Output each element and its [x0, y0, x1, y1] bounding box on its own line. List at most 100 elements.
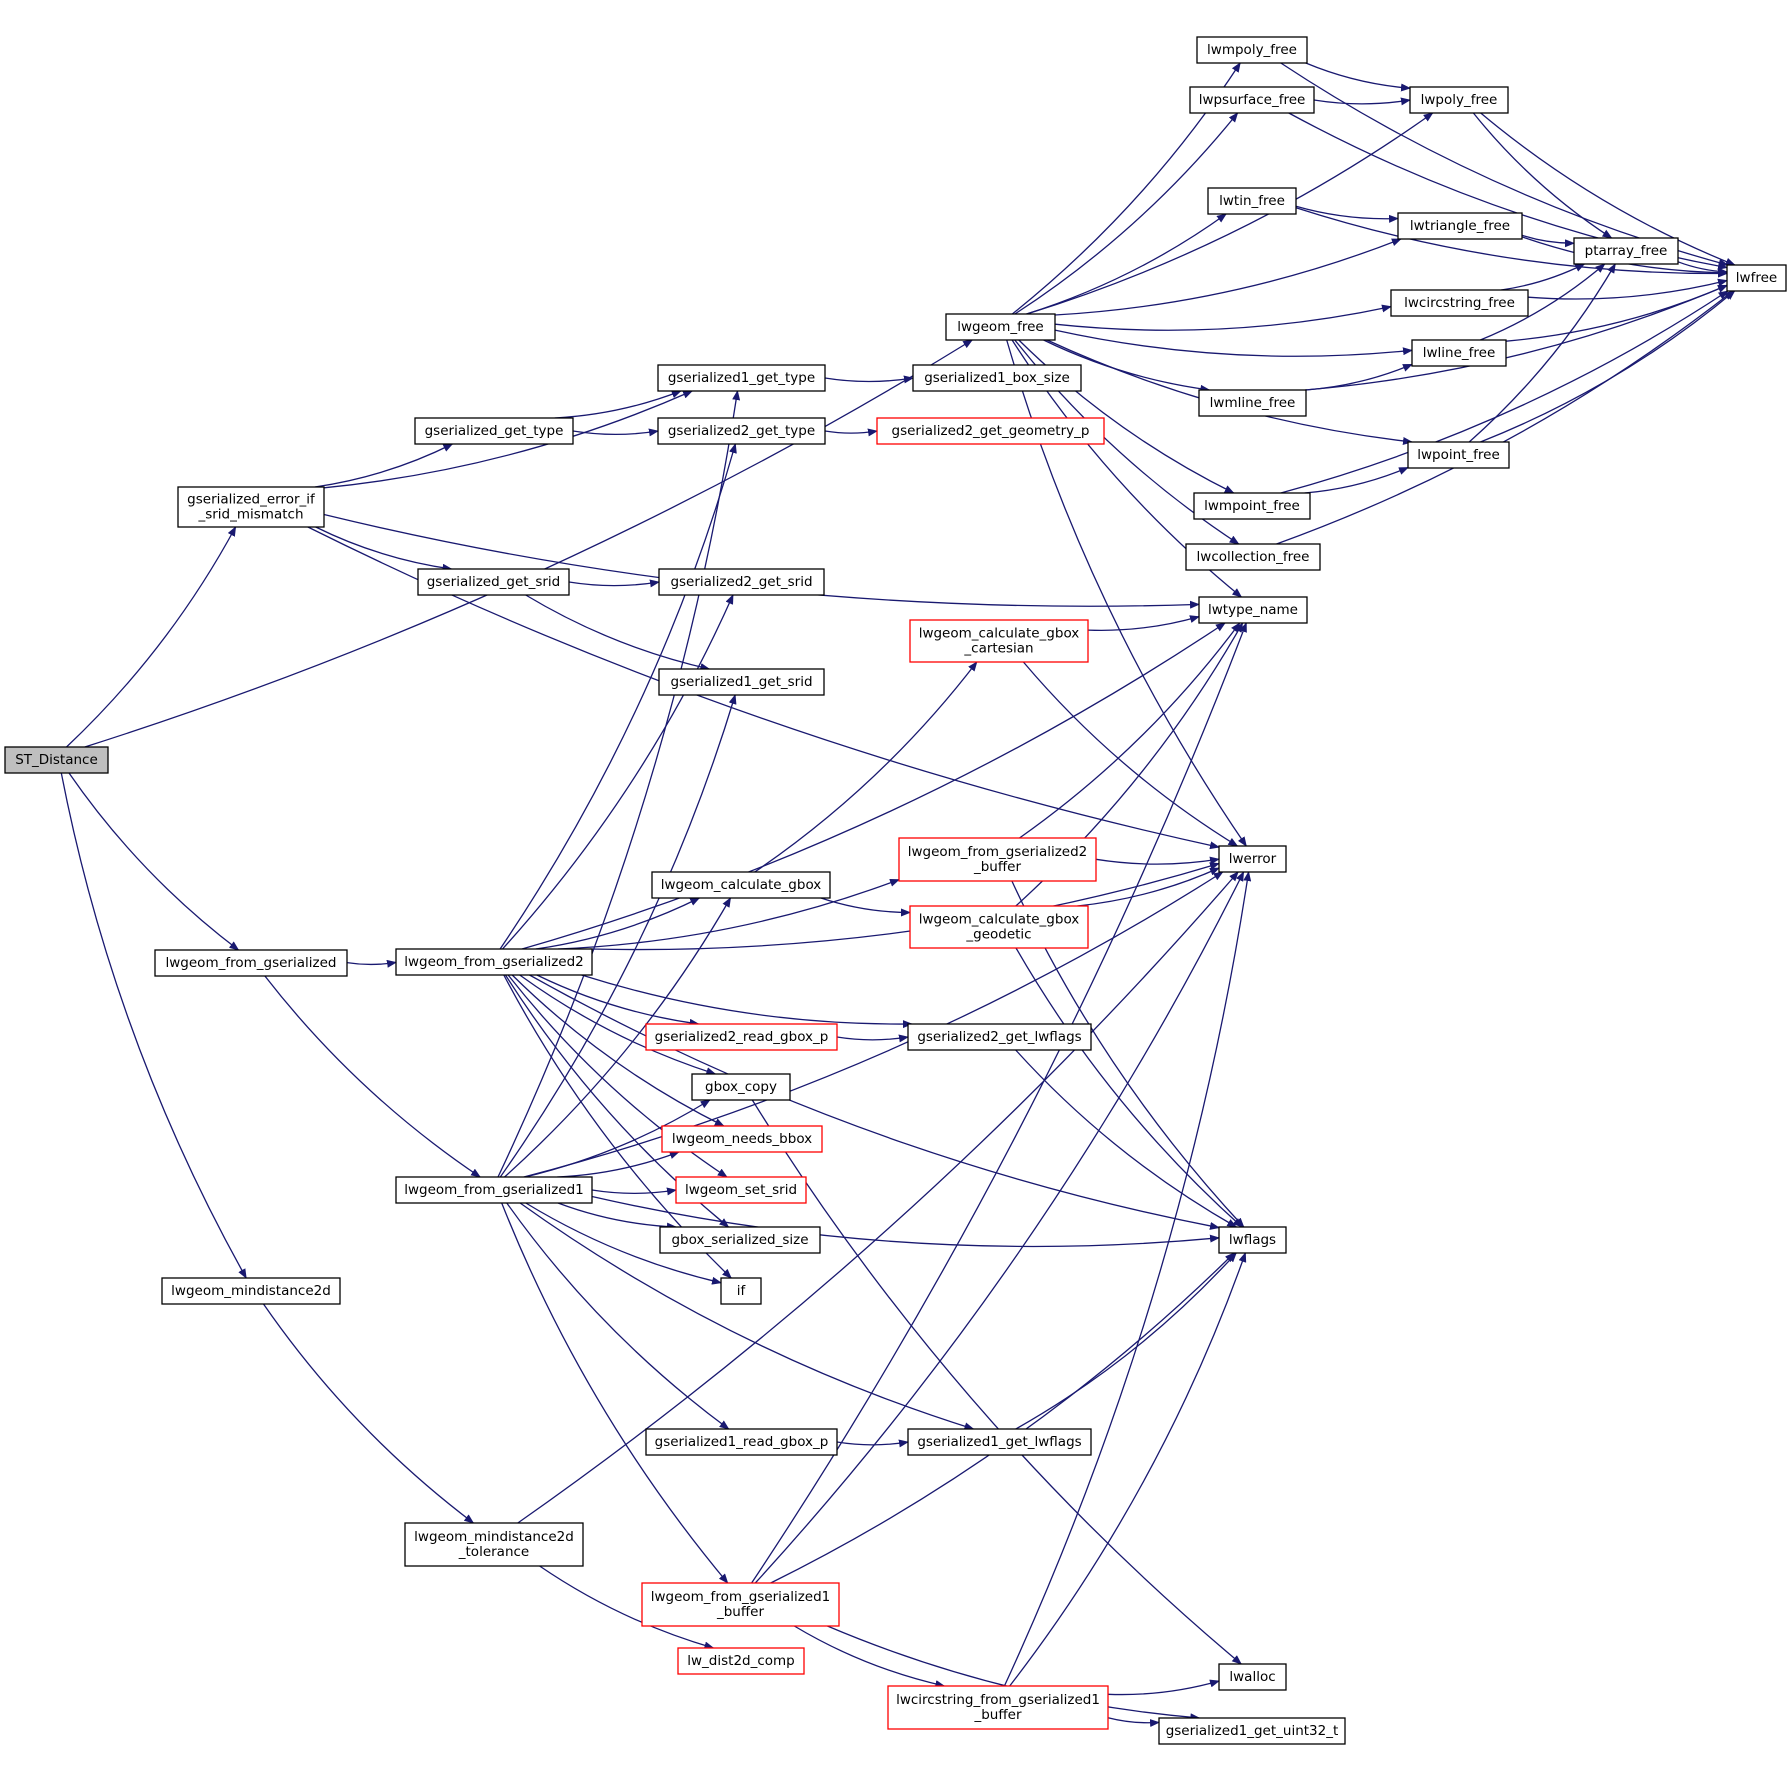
- node-gserialized1_get_srid[interactable]: gserialized1_get_srid: [658, 668, 825, 696]
- node-box: [645, 1023, 838, 1051]
- edge-lwgeom_calculate_gbox-to-lwgeom_calculate_gbox_geodetic: [820, 897, 911, 917]
- node-lwmline_free[interactable]: lwmline_free: [1198, 389, 1307, 417]
- node-box: [1207, 187, 1297, 215]
- node-box: [1158, 1717, 1346, 1745]
- node-gserialized1_get_type[interactable]: gserialized1_get_type: [657, 364, 826, 392]
- edge-gserialized2_get_type-to-gserialized2_get_geometry_p: [824, 428, 878, 437]
- node-lwgeom_set_srid[interactable]: lwgeom_set_srid: [675, 1176, 807, 1204]
- node-label: lwmpoint_free: [1204, 498, 1300, 514]
- node-lwalloc[interactable]: lwalloc: [1218, 1663, 1287, 1691]
- node-box: [691, 1073, 791, 1101]
- node-lwgeom_mindistance2d[interactable]: lwgeom_mindistance2d: [161, 1277, 341, 1305]
- edge-lwgeom_from_gserialized2-to-lwgeom_needs_bbox: [511, 974, 725, 1127]
- edge-lwgeom_from_gserialized1-to-gserialized1_read_gbox_p: [506, 1202, 730, 1430]
- node-lwgeom_from_gserialized2[interactable]: lwgeom_from_gserialized2: [395, 948, 593, 976]
- node-st_distance[interactable]: ST_Distance: [4, 746, 109, 774]
- node-lwtype_name[interactable]: lwtype_name: [1198, 596, 1308, 624]
- edge-lwgeom_calculate_gbox_cartesian-to-lwerror: [1022, 661, 1239, 847]
- edge-lwpsurface_free-to-lwpoly_free: [1313, 97, 1411, 106]
- node-label: lwcircstring_free: [1404, 295, 1515, 311]
- node-gserialized2_get_lwflags[interactable]: gserialized2_get_lwflags: [907, 1023, 1092, 1051]
- node-box: [1193, 492, 1311, 520]
- node-gserialized1_read_gbox_p[interactable]: gserialized1_read_gbox_p: [645, 1428, 838, 1456]
- edge-gserialized1_get_type-to-gserialized1_box_size: [824, 375, 914, 384]
- node-gserialized2_get_type[interactable]: gserialized2_get_type: [657, 417, 826, 445]
- node-box: [4, 746, 109, 774]
- node-lwtriangle_free[interactable]: lwtriangle_free: [1397, 212, 1523, 240]
- edge-lwgeom_from_gserialized2_buffer-to-lwerror: [1095, 856, 1220, 865]
- edge-lwgeom_from_gserialized2-to-lwgeom_calculate_gbox: [535, 897, 701, 950]
- node-gserialized_get_type[interactable]: gserialized_get_type: [414, 417, 574, 445]
- node-box: [945, 313, 1056, 341]
- node-lwpsurface_free[interactable]: lwpsurface_free: [1189, 86, 1315, 114]
- edge-lwgeom_free-to-lwmpoint_free: [1018, 339, 1235, 494]
- node-gbox_serialized_size[interactable]: gbox_serialized_size: [659, 1226, 821, 1254]
- node-box: [641, 1582, 840, 1627]
- node-gbox_copy[interactable]: gbox_copy: [691, 1073, 791, 1101]
- node-label: lwpsurface_free: [1199, 92, 1306, 108]
- node-label: gserialized1_get_srid: [670, 674, 812, 690]
- node-lwerror[interactable]: lwerror: [1218, 845, 1287, 873]
- edge-gserialized_error_if_srid_mismatch-to-gserialized1_get_type: [323, 390, 694, 489]
- node-lwcollection_free[interactable]: lwcollection_free: [1185, 543, 1321, 571]
- edge-lwgeom_free-to-lwtriangle_free: [1054, 238, 1402, 316]
- node-box: [659, 1226, 821, 1254]
- node-lwgeom_needs_bbox[interactable]: lwgeom_needs_bbox: [661, 1125, 823, 1153]
- node-lw_dist2d_comp[interactable]: lw_dist2d_comp: [677, 1647, 805, 1675]
- node-lwgeom_from_gserialized2_buffer[interactable]: lwgeom_from_gserialized2_buffer: [898, 837, 1097, 882]
- node-label: lwgeom_set_srid: [685, 1182, 797, 1198]
- node-label: _cartesian: [963, 641, 1033, 657]
- edge-lwgeom_from_gserialized1-to-lwflags: [591, 1195, 1220, 1248]
- node-gserialized2_read_gbox_p[interactable]: gserialized2_read_gbox_p: [645, 1023, 838, 1051]
- node-box: [661, 1125, 823, 1153]
- node-lwgeom_from_gserialized1_buffer[interactable]: lwgeom_from_gserialized1_buffer: [641, 1582, 840, 1627]
- node-lwcircstring_free[interactable]: lwcircstring_free: [1390, 289, 1529, 317]
- edge-lwgeom_from_gserialized2-to-lwtype_name: [521, 622, 1226, 950]
- node-gserialized2_get_geometry_p[interactable]: gserialized2_get_geometry_p: [876, 417, 1105, 445]
- edge-lwgeom_mindistance2d_tolerance-to-lw_dist2d_comp: [539, 1565, 715, 1650]
- node-lwgeom_mindistance2d_tolerance[interactable]: lwgeom_mindistance2d_tolerance: [404, 1522, 584, 1567]
- node-label: lwgeom_needs_bbox: [672, 1131, 812, 1147]
- node-gserialized1_box_size[interactable]: gserialized1_box_size: [912, 364, 1082, 392]
- edge-lwgeom_from_gserialized1_buffer-to-lwflags: [770, 1252, 1235, 1584]
- edge-lwmline_free-to-lwfree: [1304, 284, 1728, 391]
- node-gserialized_get_srid[interactable]: gserialized_get_srid: [417, 568, 570, 596]
- node-box: [907, 1428, 1092, 1456]
- node-lwmpoly_free[interactable]: lwmpoly_free: [1196, 36, 1308, 64]
- node-lwtin_free[interactable]: lwtin_free: [1207, 187, 1297, 215]
- node-lwgeom_from_gserialized1[interactable]: lwgeom_from_gserialized1: [395, 1176, 593, 1204]
- edge-gserialized_error_if_srid_mismatch-to-gserialized_get_srid: [315, 526, 453, 572]
- edge-gserialized1_read_gbox_p-to-gserialized1_get_lwflags: [836, 1439, 909, 1448]
- node-gserialized2_get_srid[interactable]: gserialized2_get_srid: [658, 568, 825, 596]
- node-gserialized1_get_lwflags[interactable]: gserialized1_get_lwflags: [907, 1428, 1092, 1456]
- node-lwgeom_calculate_gbox_geodetic[interactable]: lwgeom_calculate_gbox_geodetic: [909, 905, 1089, 949]
- node-label: lwtype_name: [1208, 602, 1298, 618]
- node-if[interactable]: if: [720, 1277, 762, 1305]
- edge-lwgeom_from_gserialized2-to-gserialized2_get_type: [499, 443, 737, 950]
- edge-lwpoly_free-to-lwfree: [1480, 112, 1736, 266]
- node-lwcircstring_from_gserialized1_buffer[interactable]: lwcircstring_from_gserialized1_buffer: [887, 1685, 1109, 1730]
- node-lwmpoint_free[interactable]: lwmpoint_free: [1193, 492, 1311, 520]
- node-lwline_free[interactable]: lwline_free: [1411, 339, 1507, 367]
- node-ptarray_free[interactable]: ptarray_free: [1573, 237, 1679, 265]
- node-lwgeom_calculate_gbox_cartesian[interactable]: lwgeom_calculate_gbox_cartesian: [909, 619, 1089, 663]
- node-lwgeom_free[interactable]: lwgeom_free: [945, 313, 1056, 341]
- node-lwpoint_free[interactable]: lwpoint_free: [1407, 441, 1510, 469]
- node-label: lwgeom_free: [957, 319, 1043, 335]
- node-box: [909, 905, 1089, 949]
- edge-lwcircstring_from_gserialized1_buffer-to-gserialized1_get_uint32_t: [1107, 1717, 1160, 1727]
- node-gserialized_error_if_srid_mismatch[interactable]: gserialized_error_if_srid_mismatch: [177, 486, 325, 528]
- node-label: lwgeom_mindistance2d: [171, 1283, 331, 1299]
- node-lwgeom_calculate_gbox[interactable]: lwgeom_calculate_gbox: [651, 871, 831, 899]
- node-gserialized1_get_uint32_t[interactable]: gserialized1_get_uint32_t: [1158, 1717, 1346, 1745]
- node-box: [898, 837, 1097, 882]
- node-lwflags[interactable]: lwflags: [1218, 1226, 1287, 1254]
- edge-lwgeom_free-to-lwerror: [1006, 339, 1247, 847]
- edge-lwcircstring_from_gserialized1_buffer-to-lwflags: [1009, 1252, 1247, 1687]
- node-lwpoly_free[interactable]: lwpoly_free: [1409, 86, 1509, 114]
- node-lwfree[interactable]: lwfree: [1726, 264, 1787, 292]
- node-lwgeom_from_gserialized[interactable]: lwgeom_from_gserialized: [154, 949, 348, 977]
- edge-lwmpoint_free-to-lwpoint_free: [1304, 466, 1409, 494]
- edge-lwgeom_free-to-lwmline_free: [1043, 339, 1211, 393]
- edge-lwgeom_from_gserialized1-to-lwerror: [523, 871, 1224, 1178]
